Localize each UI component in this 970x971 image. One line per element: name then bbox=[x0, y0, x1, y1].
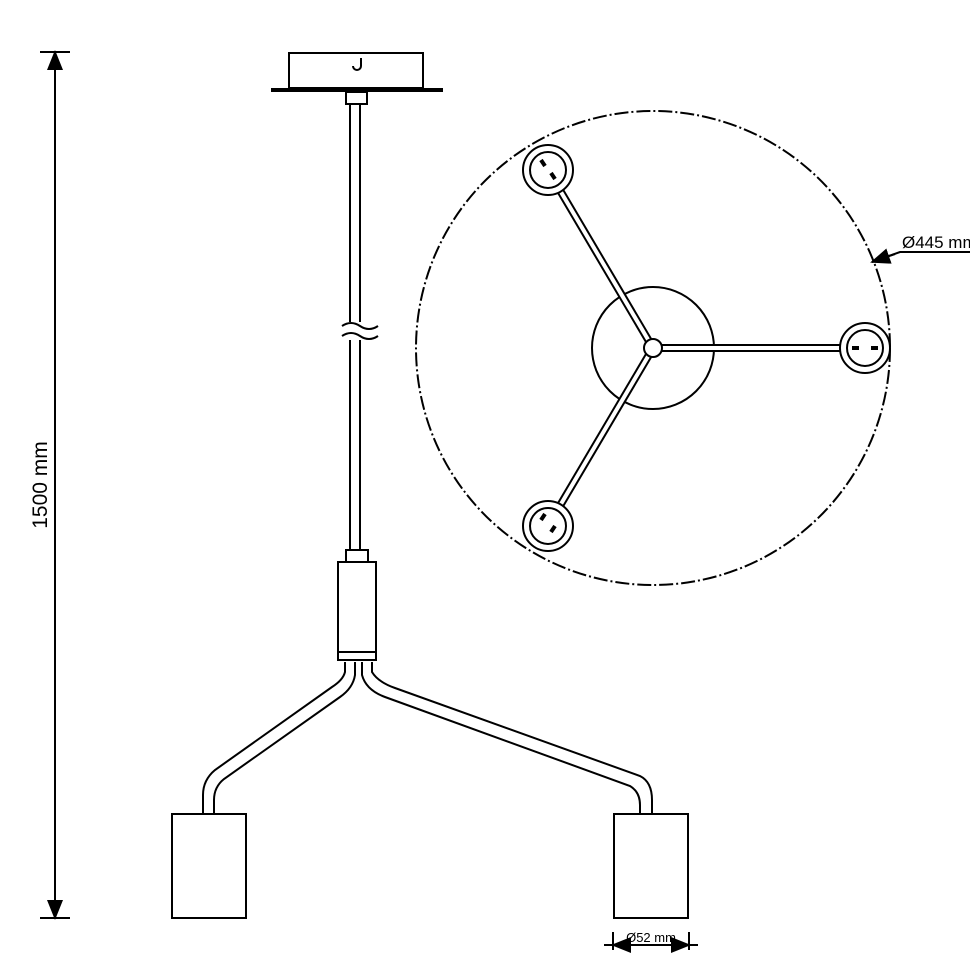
side-view bbox=[171, 52, 689, 919]
shade-right bbox=[613, 813, 689, 919]
span-diameter-label: Ø445 mm bbox=[902, 233, 970, 252]
shade-dimension: Ø52 mm bbox=[604, 930, 698, 953]
top-view: Ø445 mm bbox=[415, 110, 970, 586]
shade-left bbox=[171, 813, 247, 919]
socket-top bbox=[522, 144, 574, 196]
socket-right bbox=[839, 322, 891, 374]
height-dimension: 1500 mm bbox=[29, 50, 70, 920]
hook-icon bbox=[352, 58, 362, 71]
connector-housing bbox=[337, 561, 377, 661]
shade-diameter-label: Ø52 mm bbox=[626, 930, 676, 945]
socket-bottom bbox=[522, 500, 574, 552]
height-label: 1500 mm bbox=[29, 441, 52, 529]
